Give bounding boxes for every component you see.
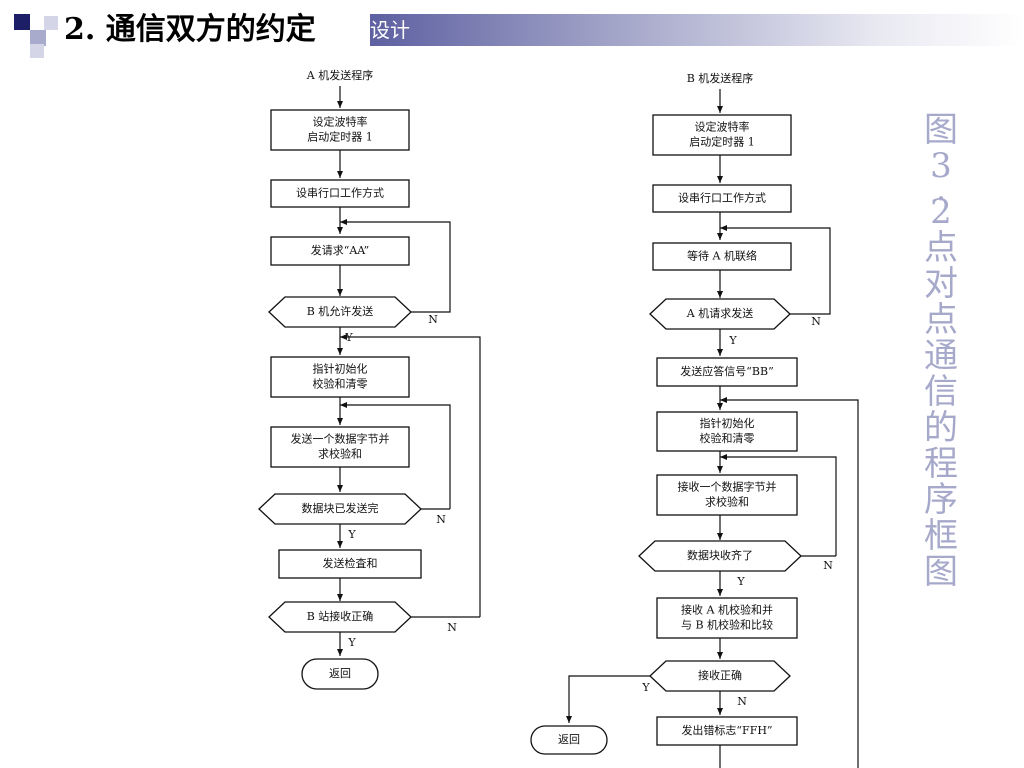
caption-char: 图 xyxy=(924,552,958,592)
flow-a-start-label: A 机发送程序 xyxy=(306,68,373,82)
bullet-square-dark xyxy=(14,14,30,30)
caption-char: 2 xyxy=(930,192,952,232)
flow-a-serial-mode-label: 设串行口工作方式 xyxy=(296,186,384,200)
flow-a-init-box xyxy=(270,356,410,398)
caption-char: . xyxy=(935,169,947,209)
flow-a-send-byte-label: 发送一个数据字节并 xyxy=(291,432,390,446)
connector-line xyxy=(340,219,451,313)
flow-a-request-label: 发请求“AA” xyxy=(311,243,370,257)
flow-a-send-byte-box xyxy=(270,426,410,468)
flow-b-recv-ok-label: 接收正确 xyxy=(698,668,742,682)
connector-line xyxy=(340,334,481,617)
title-bar: 2. 通信双方的约定 设计 xyxy=(0,0,1024,60)
flow-b-recv-byte-label: 接收一个数据字节并 xyxy=(678,480,777,494)
flow-b-wait-a-label: 等待 A 机联络 xyxy=(687,249,757,263)
yes-label: Y xyxy=(728,334,737,347)
flow-b-baud-box xyxy=(652,114,792,156)
yes-label: Y xyxy=(344,331,353,344)
slide-title: 2. 通信双方的约定 xyxy=(64,12,316,47)
flow-b-wait-a-box xyxy=(652,242,792,271)
flow-a-init-label: 指针初始化 xyxy=(313,362,368,376)
connector-line xyxy=(720,225,831,315)
flow-b-block-recv-label: 数据块收齐了 xyxy=(687,548,753,562)
yes-label: Y xyxy=(736,575,745,588)
caption-char: 对 xyxy=(924,264,958,304)
flow-b-serial-mode-box xyxy=(652,184,792,213)
flow-a-b-allow-label: B 机允许发送 xyxy=(307,304,374,318)
flow-b-start-label: B 机发送程序 xyxy=(687,71,754,85)
flow-b-compare-label: 与 B 机校验和比较 xyxy=(681,618,773,632)
flow-b-init-label: 校验和清零 xyxy=(700,431,755,445)
connector-line xyxy=(340,402,451,509)
flow-b-a-request-decision xyxy=(649,298,791,330)
flow-b-init-label: 指针初始化 xyxy=(700,416,755,430)
flow-b-return-label: 返回 xyxy=(558,733,580,746)
flow-a-baud-box xyxy=(270,109,410,151)
title-white-area xyxy=(60,14,370,46)
caption-char: 的 xyxy=(924,408,958,448)
flow-a-init-label: 校验和清零 xyxy=(313,377,368,391)
flow-a-block-done-label: 数据块已发送完 xyxy=(302,501,379,515)
flow-a-baud-label: 设定波特率 xyxy=(313,115,368,129)
no-label: N xyxy=(823,559,833,572)
flow-a-send-byte-label: 求校验和 xyxy=(318,447,362,461)
flow-a-request-box xyxy=(270,236,410,266)
flow-a-return-label: 返回 xyxy=(329,667,351,680)
caption-char: 通 xyxy=(924,336,958,376)
caption-char: 程 xyxy=(924,444,958,484)
caption-char: 序 xyxy=(924,480,958,520)
flow-a-checksum-box xyxy=(278,549,422,579)
caption-char: 3 xyxy=(930,146,952,186)
flow-b-baud-label: 设定波特率 xyxy=(695,120,750,134)
caption-char: 框 xyxy=(924,516,958,556)
no-label: N xyxy=(436,513,446,526)
flow-b-ack-box xyxy=(656,357,798,387)
slide-title-cut-text: 设计 xyxy=(370,18,410,42)
flow-b-a-request-label: A 机请求发送 xyxy=(686,306,753,320)
caption-char: 图 xyxy=(924,110,958,150)
flow-b-compare-label: 接收 A 机校验和并 xyxy=(681,603,773,617)
flow-a-block-done-decision xyxy=(258,493,422,525)
flow-a-checksum-label: 发送检査和 xyxy=(323,556,378,570)
connector-line xyxy=(720,397,859,768)
caption-char: 点 xyxy=(924,300,958,340)
no-label: N xyxy=(428,313,438,326)
caption-char: 点 xyxy=(924,228,958,268)
connector-line xyxy=(720,454,837,556)
flow-a-return-terminal xyxy=(301,658,379,690)
flow-b-compare-box xyxy=(656,597,798,639)
no-label: N xyxy=(811,315,821,328)
flow-b-ack-label: 发送应答信号“BB” xyxy=(680,364,773,378)
connector-line xyxy=(566,675,650,723)
flow-b-return-terminal xyxy=(530,725,608,755)
yes-label: Y xyxy=(641,681,650,694)
flow-a-b-ok-decision xyxy=(268,601,412,633)
bullet-square-light xyxy=(44,16,58,30)
no-label: N xyxy=(737,695,747,708)
flow-a-b-allow-decision xyxy=(268,296,412,328)
flow-b-serial-mode-label: 设串行口工作方式 xyxy=(678,191,766,205)
flow-b-recv-ok-decision xyxy=(649,660,791,692)
flow-b-init-box xyxy=(656,411,798,452)
no-label: N xyxy=(447,621,457,634)
flow-b-recv-byte-box xyxy=(656,474,798,516)
flow-a-b-ok-label: B 站接收正确 xyxy=(307,609,374,623)
flow-b-block-recv-decision xyxy=(638,540,802,572)
flow-b-error-flag-box xyxy=(656,716,798,746)
flow-a-serial-mode-box xyxy=(270,179,410,208)
flow-b-baud-label: 启动定时器 1 xyxy=(689,135,755,149)
yes-label: Y xyxy=(347,528,356,541)
flow-b-error-flag-label: 发出错标志“FFH” xyxy=(681,723,772,737)
flow-a-baud-label: 启动定时器 1 xyxy=(307,130,373,144)
yes-label: Y xyxy=(347,636,356,649)
caption-char: 信 xyxy=(924,372,958,412)
flow-b-recv-byte-label: 求校验和 xyxy=(705,495,749,509)
bullet-square-mid xyxy=(30,30,46,46)
bullet-square-light-2 xyxy=(30,44,44,58)
